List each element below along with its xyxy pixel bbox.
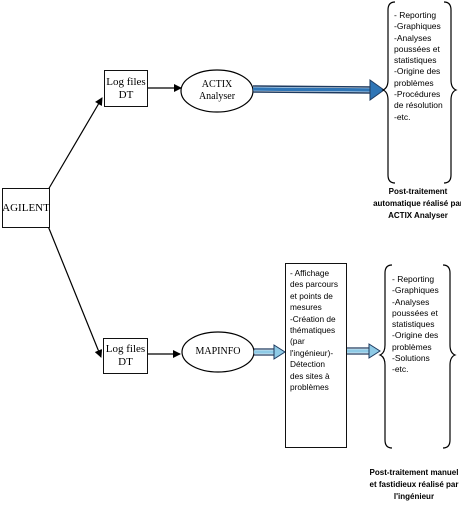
bottom-caption-line1: Post-traitement manuel bbox=[369, 468, 459, 477]
bottom-caption: Post-traitement manuel et fastidieux réa… bbox=[352, 467, 461, 503]
arrow-agilent-to-top-logfiles bbox=[47, 97, 103, 191]
agilent-node: AGILENT bbox=[2, 188, 50, 228]
list-item: -Procédures bbox=[394, 89, 441, 100]
list-item: poussées et bbox=[392, 307, 438, 318]
bottom-outputs-left-brace bbox=[378, 264, 393, 449]
list-item: problèmes bbox=[392, 341, 432, 352]
list-item: et points de bbox=[290, 290, 333, 301]
top-caption-line1: Post-traitement bbox=[388, 187, 448, 196]
arrow-manual-steps-to-outputs bbox=[347, 343, 381, 359]
arrow-mapinfo-to-manual-steps bbox=[254, 344, 286, 360]
list-item: -etc. bbox=[394, 111, 411, 122]
top-outputs-right-brace bbox=[443, 1, 458, 184]
agilent-label: AGILENT bbox=[2, 201, 50, 214]
top-logfiles-label-line2: DT bbox=[118, 88, 134, 101]
arrow-agilent-to-bottom-logfiles bbox=[47, 225, 103, 358]
bottom-caption-line2: et fastidieux réalisé par bbox=[369, 480, 459, 489]
bottom-outputs-list: - Reporting -Graphiques -Analyses poussé… bbox=[392, 274, 439, 376]
bottom-caption-line3: l'ingénieur bbox=[393, 492, 435, 501]
list-item: Détection bbox=[290, 359, 326, 370]
list-item: thématiques bbox=[290, 325, 336, 336]
list-item: -Origine des bbox=[392, 330, 439, 341]
top-logfiles-label-line1: Log files bbox=[106, 75, 146, 88]
arrow-actix-to-outputs bbox=[252, 79, 385, 101]
list-item: -Graphiques bbox=[392, 285, 439, 296]
top-outputs-left-brace bbox=[381, 1, 396, 184]
list-item: -Graphiques bbox=[394, 21, 441, 32]
bottom-logfiles-label-line1: Log files bbox=[105, 343, 146, 355]
list-item: des sites à bbox=[290, 370, 330, 381]
actix-label-line2: Analyser bbox=[198, 91, 236, 102]
list-item: -etc. bbox=[392, 364, 409, 375]
actix-label-line1: ACTIX bbox=[201, 79, 233, 90]
list-item: - Reporting bbox=[392, 274, 435, 284]
list-item: des parcours bbox=[290, 279, 338, 290]
bottom-logfiles-label-line2: DT bbox=[118, 356, 133, 368]
list-item: statistiques bbox=[392, 319, 435, 330]
list-item: -Origine des bbox=[394, 66, 441, 77]
actix-analyser-label: ACTIX Analyser bbox=[185, 79, 249, 103]
list-item: - Reporting bbox=[394, 10, 437, 20]
list-item: de résolution bbox=[394, 100, 443, 111]
list-item: mesures bbox=[290, 302, 322, 313]
actix-analyser-node bbox=[180, 69, 254, 113]
top-outputs-list: - Reporting -Graphiques -Analyses poussé… bbox=[394, 10, 443, 123]
list-item: (par bbox=[290, 336, 305, 347]
manual-steps-box bbox=[285, 263, 347, 448]
top-logfiles-node: Log files DT bbox=[104, 70, 148, 107]
bottom-outputs-right-brace bbox=[442, 264, 457, 449]
top-caption-line2: automatique réalisé par bbox=[373, 199, 461, 208]
top-caption-line3: ACTIX Analyser bbox=[388, 211, 448, 220]
list-item: -Analyses bbox=[392, 296, 430, 307]
list-item: l'ingénieur)- bbox=[290, 347, 334, 358]
mapinfo-label: MAPINFO bbox=[195, 346, 241, 357]
list-item: poussées et bbox=[394, 43, 440, 54]
list-item: -Solutions bbox=[392, 353, 430, 364]
list-item: problèmes bbox=[290, 382, 329, 393]
list-item: statistiques bbox=[394, 55, 437, 66]
top-caption: Post-traitement automatique réalisé par … bbox=[358, 186, 461, 222]
list-item: -Création de bbox=[290, 313, 336, 324]
manual-steps-list: - Affichage des parcours et points de me… bbox=[290, 268, 338, 393]
list-item: - Affichage bbox=[290, 268, 330, 278]
bottom-logfiles-node: Log files DT bbox=[103, 338, 148, 374]
list-item: -Analyses bbox=[394, 32, 432, 43]
list-item: problèmes bbox=[394, 77, 434, 88]
